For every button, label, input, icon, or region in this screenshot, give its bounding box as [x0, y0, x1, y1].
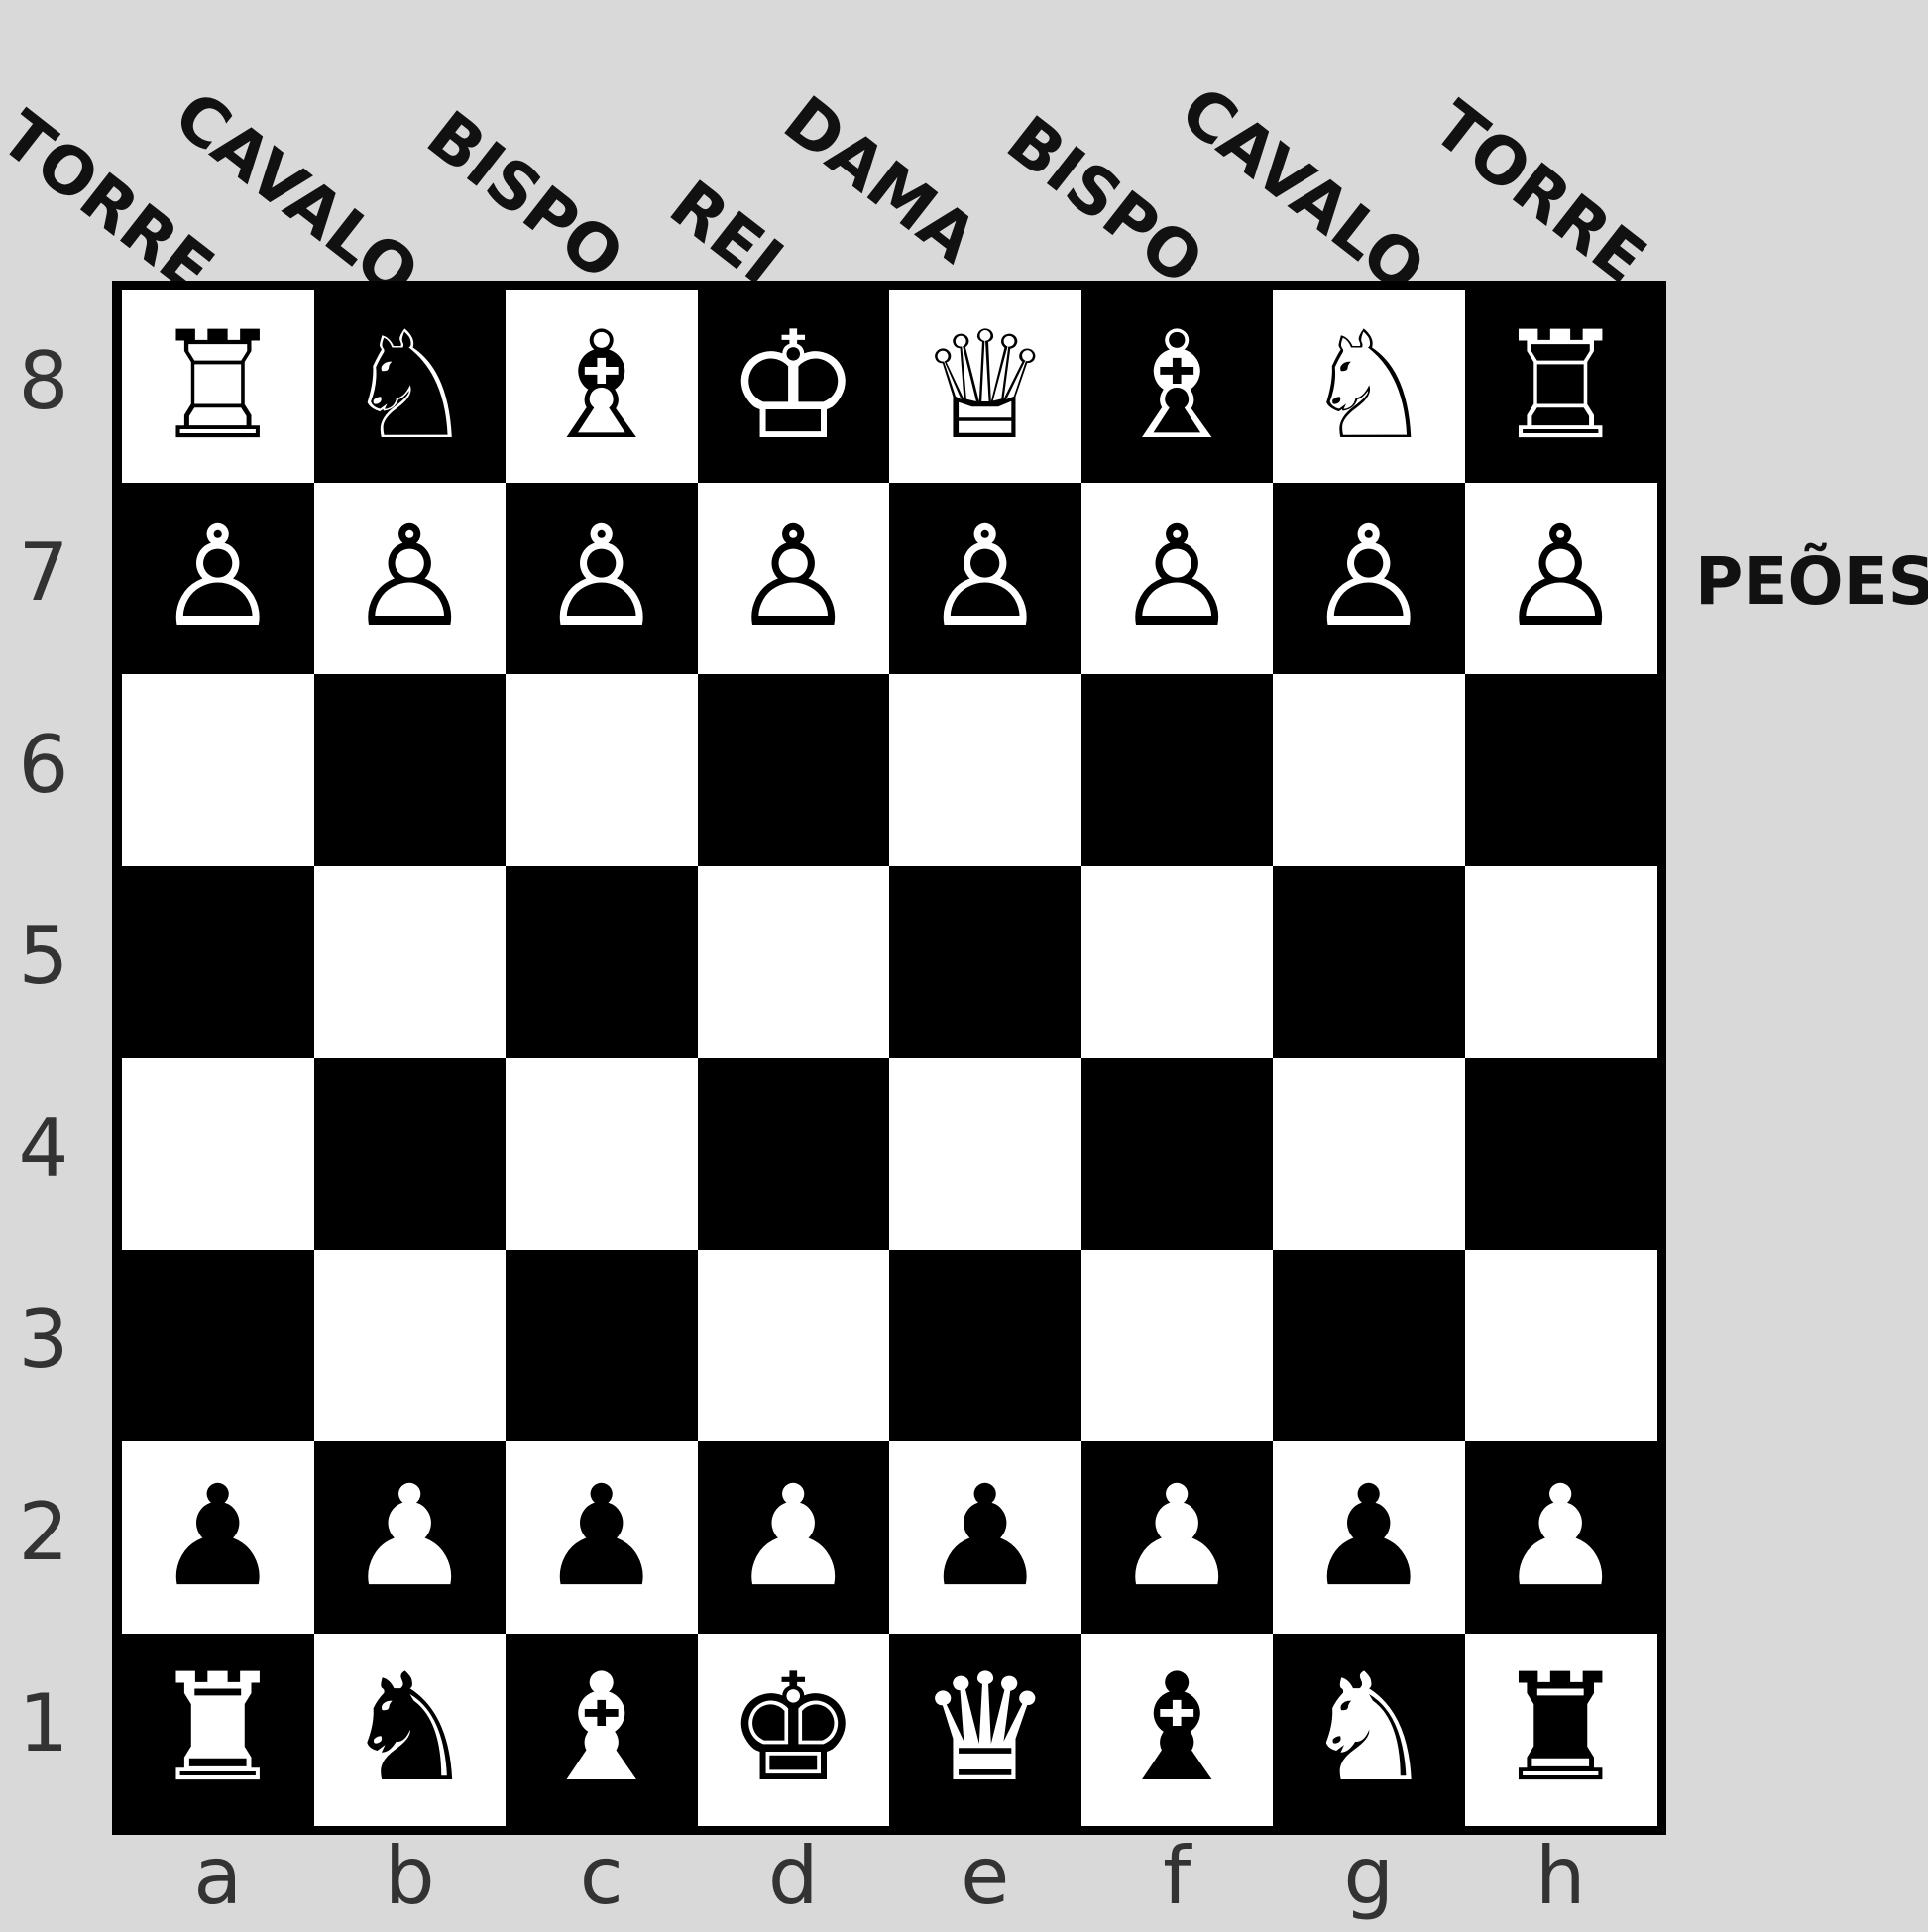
square-h6 — [1465, 674, 1657, 866]
square-e5 — [889, 866, 1081, 1059]
piece-name-label: BISPO — [416, 101, 633, 291]
square-a7 — [122, 483, 314, 675]
rank-label: 3 — [14, 1301, 73, 1380]
square-d4 — [698, 1058, 890, 1250]
square-e8 — [889, 290, 1081, 483]
square-g2 — [1273, 1441, 1465, 1634]
square-h2 — [1465, 1441, 1657, 1634]
square-g4 — [1273, 1058, 1465, 1250]
square-a3 — [122, 1250, 314, 1442]
piece-name-label: REI — [659, 170, 794, 295]
square-e6 — [889, 674, 1081, 866]
square-d2 — [698, 1441, 890, 1634]
file-label: e — [889, 1837, 1081, 1916]
square-h8 — [1465, 290, 1657, 483]
square-f8 — [1081, 290, 1274, 483]
square-h3 — [1465, 1250, 1657, 1442]
file-label: c — [506, 1837, 698, 1916]
file-label: d — [698, 1837, 890, 1916]
square-d7 — [698, 483, 890, 675]
square-g8 — [1273, 290, 1465, 483]
square-e4 — [889, 1058, 1081, 1250]
square-e7 — [889, 483, 1081, 675]
chess-board: ♖♘♗♔♕♗♘♖♙♙♙♙♙♙♙♙♟♟♟♟♟♟♟♟♜♞♝♚♛♝♞♜ — [112, 281, 1666, 1835]
square-e2 — [889, 1441, 1081, 1634]
rank-label: 4 — [14, 1109, 73, 1189]
square-g3 — [1273, 1250, 1465, 1442]
rank-label: 1 — [14, 1684, 73, 1763]
square-f3 — [1081, 1250, 1274, 1442]
square-f5 — [1081, 866, 1274, 1059]
square-f7 — [1081, 483, 1274, 675]
square-b3 — [314, 1250, 507, 1442]
square-d5 — [698, 866, 890, 1059]
square-f4 — [1081, 1058, 1274, 1250]
square-e3 — [889, 1250, 1081, 1442]
square-c7 — [506, 483, 698, 675]
square-c5 — [506, 866, 698, 1059]
square-h7 — [1465, 483, 1657, 675]
square-a5 — [122, 866, 314, 1059]
square-d8 — [698, 290, 890, 483]
square-b6 — [314, 674, 507, 866]
file-label: f — [1081, 1837, 1274, 1916]
square-h4 — [1465, 1058, 1657, 1250]
square-d6 — [698, 674, 890, 866]
square-a4 — [122, 1058, 314, 1250]
piece-name-label: CAVALO — [1170, 76, 1435, 304]
square-e1 — [889, 1634, 1081, 1826]
square-a2 — [122, 1441, 314, 1634]
square-f6 — [1081, 674, 1274, 866]
pawns-label: PEÕES — [1695, 543, 1928, 620]
rank-label: 6 — [14, 726, 73, 805]
square-d3 — [698, 1250, 890, 1442]
square-g7 — [1273, 483, 1465, 675]
file-label: g — [1273, 1837, 1465, 1916]
piece-name-label: DAMA — [773, 86, 987, 274]
square-b2 — [314, 1441, 507, 1634]
square-b7 — [314, 483, 507, 675]
rank-label: 7 — [14, 533, 73, 613]
rank-label: 5 — [14, 917, 73, 996]
square-a1 — [122, 1634, 314, 1826]
rank-label: 8 — [14, 342, 73, 421]
rank-label: 2 — [14, 1493, 73, 1572]
square-d1 — [698, 1634, 890, 1826]
square-g6 — [1273, 674, 1465, 866]
square-a8 — [122, 290, 314, 483]
square-b1 — [314, 1634, 507, 1826]
square-c3 — [506, 1250, 698, 1442]
square-b5 — [314, 866, 507, 1059]
square-c6 — [506, 674, 698, 866]
square-c8 — [506, 290, 698, 483]
square-a6 — [122, 674, 314, 866]
file-label: h — [1465, 1837, 1657, 1916]
piece-name-label: TORRE — [1422, 91, 1656, 294]
square-f1 — [1081, 1634, 1274, 1826]
square-b4 — [314, 1058, 507, 1250]
file-label: a — [122, 1837, 314, 1916]
square-f2 — [1081, 1441, 1274, 1634]
square-g1 — [1273, 1634, 1465, 1826]
square-g5 — [1273, 866, 1465, 1059]
square-h5 — [1465, 866, 1657, 1059]
square-b8 — [314, 290, 507, 483]
square-h1 — [1465, 1634, 1657, 1826]
square-c1 — [506, 1634, 698, 1826]
square-c4 — [506, 1058, 698, 1250]
file-label: b — [314, 1837, 507, 1916]
square-c2 — [506, 1441, 698, 1634]
